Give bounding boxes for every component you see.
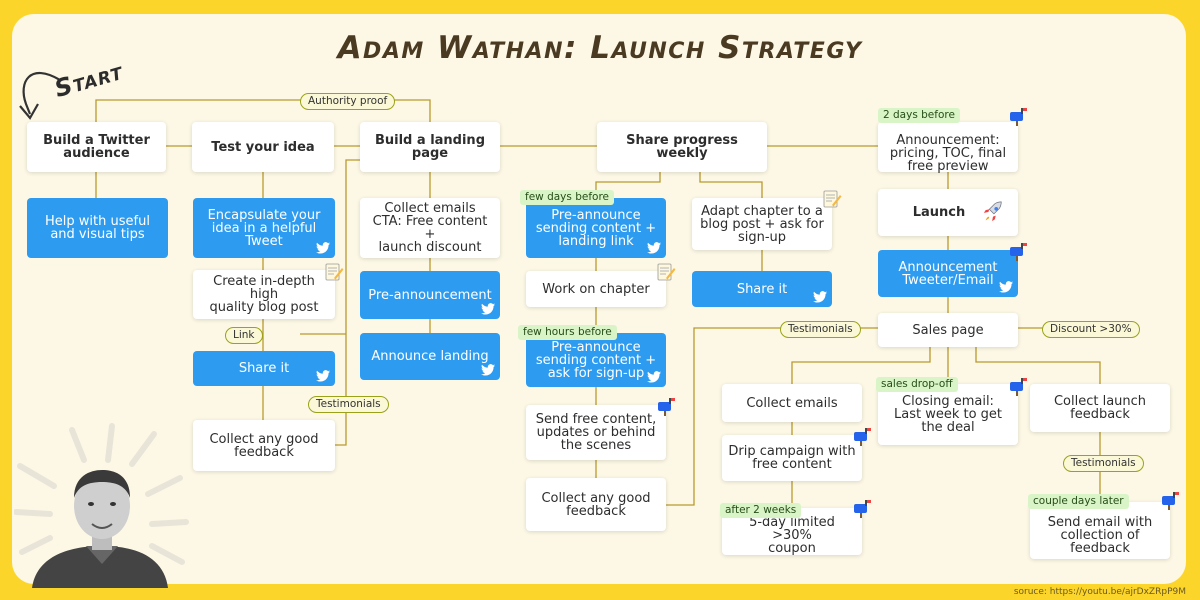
node-in-depth-blog-post: Create in-depth high quality blog post (193, 270, 335, 319)
twitter-bird-icon (647, 371, 661, 383)
node-collect-emails: Collect emails (722, 384, 862, 422)
twitter-bird-icon (316, 370, 330, 382)
tag-testimonials-3: Testimonials (1063, 455, 1144, 472)
node-send-feedback-email: Send email with collection of feedback (1030, 502, 1170, 559)
page-title: Adam Wathan: Launch Strategy (337, 30, 863, 66)
twitter-bird-icon (999, 281, 1013, 293)
node-encapsulate-tweet: Encapsulate your idea in a helpful Tweet (193, 198, 335, 258)
node-preannounce-landing-text: Pre-announce sending content + landing l… (535, 207, 657, 249)
node-announcement-tweeter-email-text: Announcement Tweeter/Email (898, 259, 998, 288)
mailbox-icon (1162, 492, 1179, 510)
node-closing-email: Closing email: Last week to get the deal (878, 384, 1018, 445)
node-preannounce-signup: Pre-announce sending content + ask for s… (526, 333, 666, 387)
node-adapt-chapter: Adapt chapter to a blog post + ask for s… (692, 198, 832, 250)
node-collect-feedback-2: Collect any good feedback (526, 478, 666, 531)
node-work-on-chapter: Work on chapter (526, 271, 666, 307)
rocket-icon (983, 201, 1002, 222)
node-collect-emails-cta: Collect emails CTA: Free content + launc… (360, 198, 500, 258)
tag-authority-proof: Authority proof (300, 93, 396, 110)
node-announce-landing-text: Announce landing (371, 349, 489, 364)
node-share-it-2-text: Share it (736, 281, 788, 297)
twitter-bird-icon (647, 242, 661, 254)
node-encapsulate-tweet-text: Encapsulate your idea in a helpful Tweet (207, 207, 321, 249)
node-preannounce-signup-text: Pre-announce sending content + ask for s… (535, 339, 657, 381)
node-test-your-idea: Test your idea (192, 122, 334, 172)
source-credit: soruce: https://youtu.be/ajrDxZRpP9M (1013, 587, 1186, 597)
node-share-it-2: Share it (692, 271, 832, 307)
node-build-landing-page: Build a landing page (360, 122, 500, 172)
node-sales-page: Sales page (878, 313, 1018, 347)
mailbox-icon (1010, 243, 1027, 261)
memo-icon (325, 263, 344, 281)
mailbox-icon (658, 398, 675, 416)
node-announcement-tweeter-email: Announcement Tweeter/Email (878, 250, 1018, 297)
node-announcement-pricing: Announcement: pricing, TOC, final free p… (878, 122, 1018, 173)
tag-link: Link (225, 327, 263, 344)
time-couple-days-later: couple days later (1028, 494, 1129, 509)
node-preannounce-landing: Pre-announce sending content + landing l… (526, 198, 666, 258)
time-after-two-weeks: after 2 weeks (720, 503, 802, 518)
avatar (14, 423, 189, 588)
node-preannouncement-text: Pre-announcement (368, 287, 492, 303)
tag-testimonials-1: Testimonials (308, 396, 389, 413)
mailbox-icon (854, 500, 871, 518)
node-preannouncement: Pre-announcement (360, 271, 500, 319)
node-build-twitter-audience: Build a Twitter audience (27, 122, 166, 172)
node-launch: Launch (878, 189, 1018, 236)
node-announce-landing: Announce landing (360, 333, 500, 380)
node-collect-launch-feedback: Collect launch feedback (1030, 384, 1170, 432)
time-few-hours-before: few hours before (518, 325, 617, 340)
memo-icon (657, 263, 676, 281)
twitter-bird-icon (481, 303, 495, 315)
node-launch-text: Launch (912, 205, 966, 220)
memo-icon (823, 190, 842, 208)
twitter-bird-icon (316, 242, 330, 254)
node-useful-visual-tips: Help with useful and visual tips (27, 198, 168, 258)
mailbox-icon (854, 428, 871, 446)
node-collect-feedback-1: Collect any good feedback (193, 420, 335, 471)
mailbox-icon (1010, 378, 1027, 396)
node-share-it-1-text: Share it (238, 361, 290, 376)
time-few-days-before: few days before (520, 190, 614, 205)
time-sales-dropoff: sales drop-off (876, 377, 958, 392)
tag-discount: Discount >30% (1042, 321, 1140, 338)
node-send-free-content: Send free content, updates or behind the… (526, 405, 666, 460)
node-drip-campaign: Drip campaign with free content (722, 435, 862, 481)
time-two-days-before: 2 days before (878, 108, 960, 123)
mailbox-icon (1010, 108, 1027, 126)
twitter-bird-icon (813, 291, 827, 303)
node-share-progress-weekly: Share progress weekly (597, 122, 767, 172)
node-share-it-1: Share it (193, 351, 335, 386)
twitter-bird-icon (481, 364, 495, 376)
tag-testimonials-2: Testimonials (780, 321, 861, 338)
